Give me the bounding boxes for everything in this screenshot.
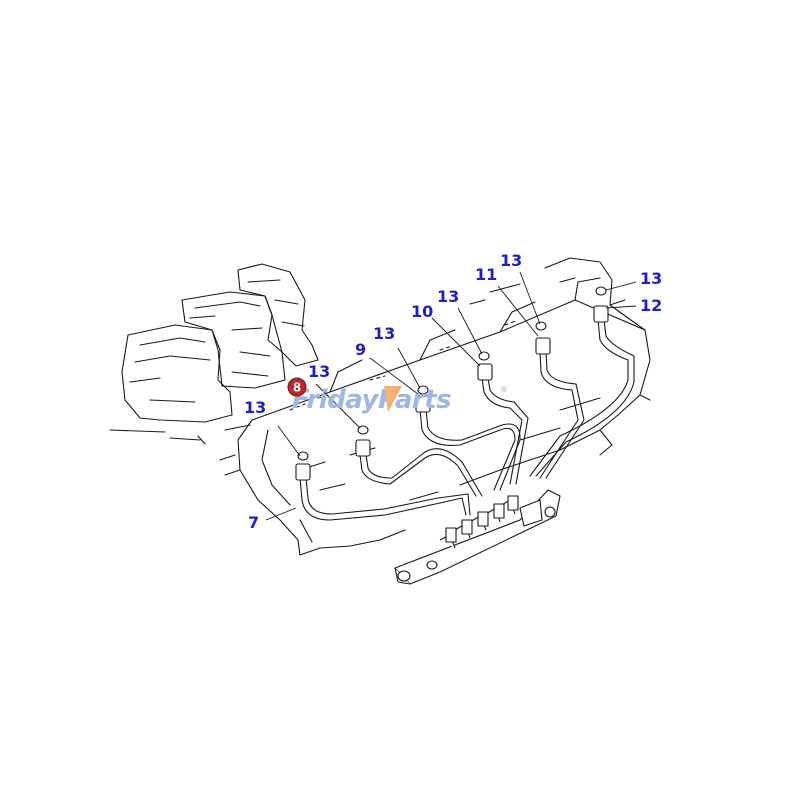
- callout-12: 12: [640, 296, 662, 315]
- callout-7: 7: [248, 513, 259, 532]
- watermark-registered: ®: [500, 385, 508, 394]
- leader-lines: [265, 271, 637, 521]
- fuel-rail: [394, 489, 561, 585]
- watermark-friday: Friday: [292, 385, 379, 415]
- callout-11: 11: [475, 265, 497, 284]
- callout-10: 10: [411, 302, 433, 321]
- callout-labels: 13 13 13 13 13 13 7 9 10 11 12: [244, 251, 662, 532]
- callout-13-left: 13: [244, 398, 266, 417]
- callout-13-mid-left: 13: [308, 362, 330, 381]
- svg-text:FridayParts: FridayParts: [292, 385, 451, 415]
- watermark-logo: FridayParts ®: [292, 385, 508, 415]
- watermark-swoosh: [384, 386, 402, 412]
- callout-13-center: 13: [373, 324, 395, 343]
- part-badge: 8: [287, 377, 307, 397]
- injection-lines: [299, 319, 635, 521]
- callout-13-center-right: 13: [437, 287, 459, 306]
- callout-9: 9: [355, 340, 366, 359]
- nozzle-fittings: [295, 286, 609, 481]
- callout-13-far-right: 13: [640, 269, 662, 288]
- badge-number: 8: [293, 381, 301, 395]
- callout-13-right: 13: [500, 251, 522, 270]
